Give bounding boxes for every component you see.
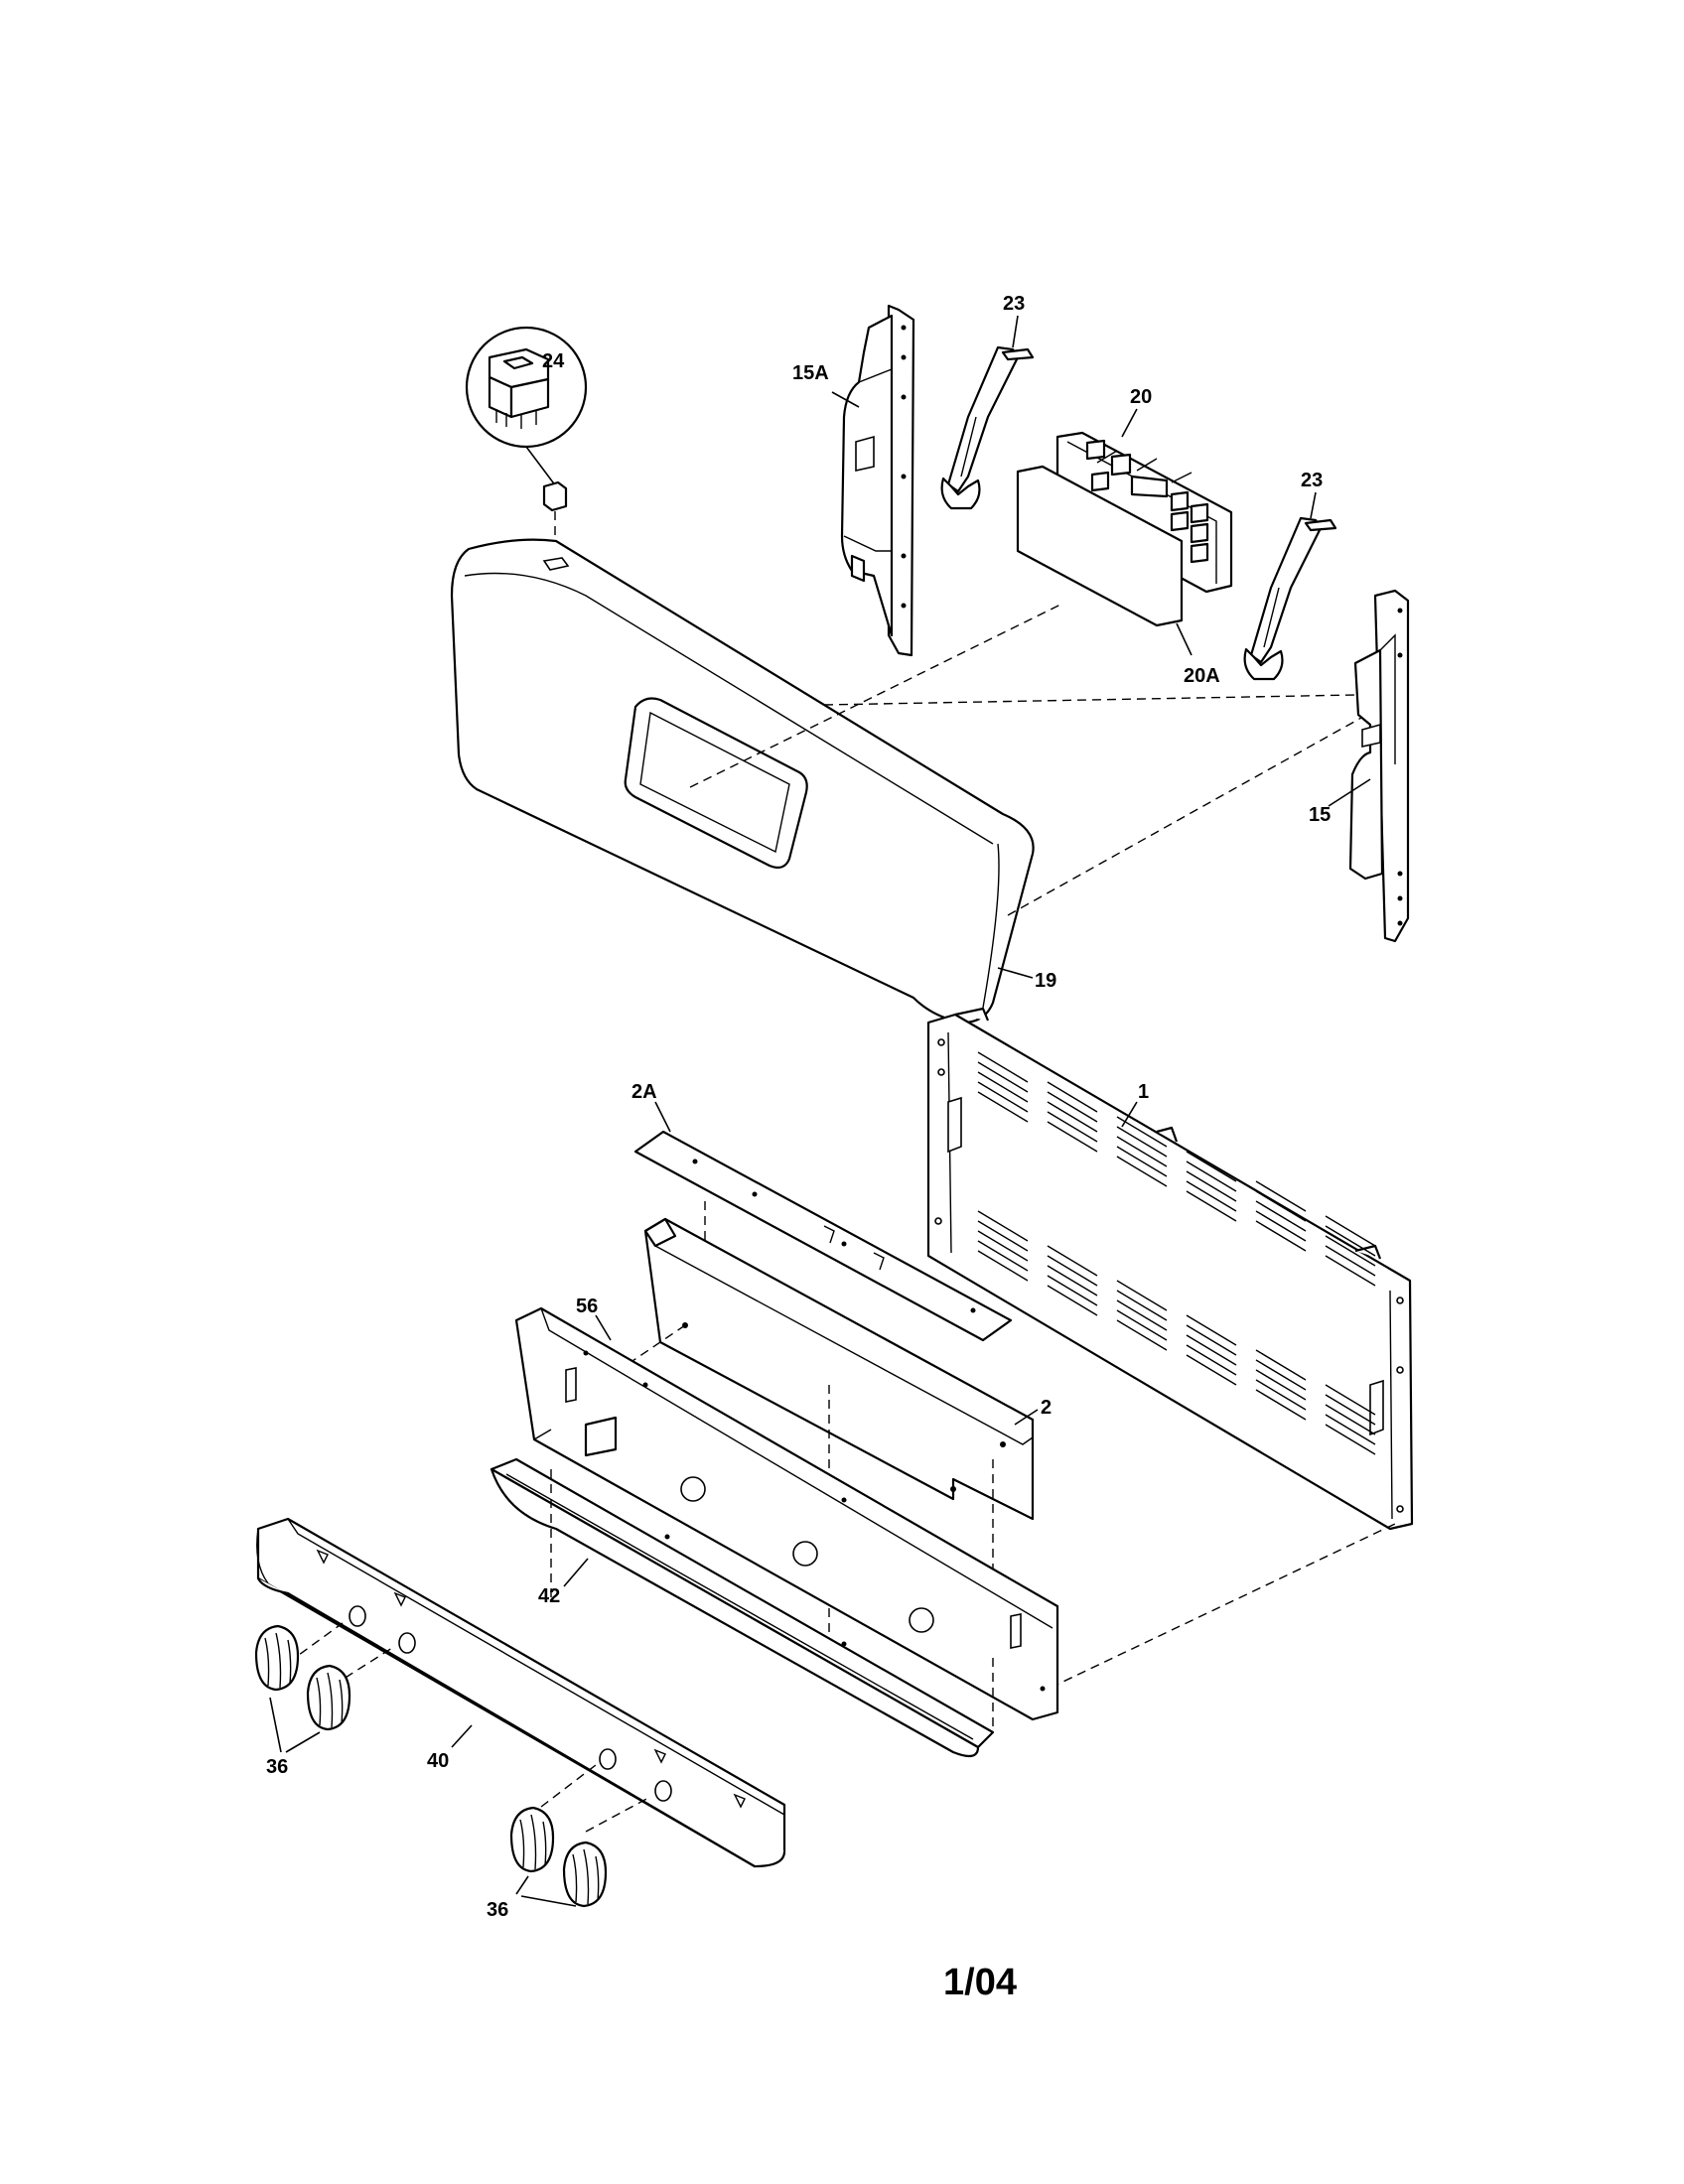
callout-36-right: 36 (487, 1899, 508, 1921)
part-36-knobs-right (509, 1806, 608, 1908)
part-15A-bracket (831, 304, 915, 657)
part-40-manifold-panel (256, 1517, 786, 1868)
part-23-clip-upper (940, 315, 1035, 510)
callout-15: 15 (1309, 804, 1331, 826)
part-24-switch-detail (465, 326, 588, 561)
connector-19-15 (1007, 712, 1371, 916)
part-23-clip-lower (1243, 491, 1337, 681)
page-code: 1/04 (943, 1962, 1017, 2003)
callout-20A: 20A (1184, 665, 1220, 687)
callout-23-lower: 23 (1301, 470, 1323, 491)
callout-36-left: 36 (266, 1756, 288, 1778)
callout-23-upper: 23 (1003, 293, 1025, 315)
part-42-trim (490, 1457, 995, 1758)
part-56-mounting-panel (514, 1306, 1059, 1721)
callout-40: 40 (427, 1750, 449, 1772)
callout-2: 2 (1041, 1397, 1052, 1419)
part-2A-strip (633, 1101, 1013, 1342)
connector-56-1 (1050, 1523, 1396, 1689)
callout-56: 56 (576, 1296, 598, 1317)
connector-19-15-upper (823, 694, 1356, 706)
part-15-bracket (1328, 589, 1410, 943)
part-36-knobs-left (254, 1624, 351, 1753)
callout-20: 20 (1130, 386, 1152, 408)
callout-42: 42 (538, 1585, 560, 1607)
part-1-back-panel (926, 1007, 1414, 1531)
part-20-control-board (1055, 408, 1233, 594)
connector-19-20 (689, 603, 1063, 788)
part-20A-overlay (1016, 465, 1193, 656)
callout-19: 19 (1035, 970, 1056, 992)
part-19-control-panel (450, 538, 1035, 1024)
callout-2A: 2A (632, 1081, 657, 1103)
part-2-shield-panel (545, 1217, 1039, 1638)
callout-15A: 15A (792, 362, 829, 384)
callout-24: 24 (542, 350, 565, 372)
callout-1: 1 (1138, 1081, 1149, 1103)
